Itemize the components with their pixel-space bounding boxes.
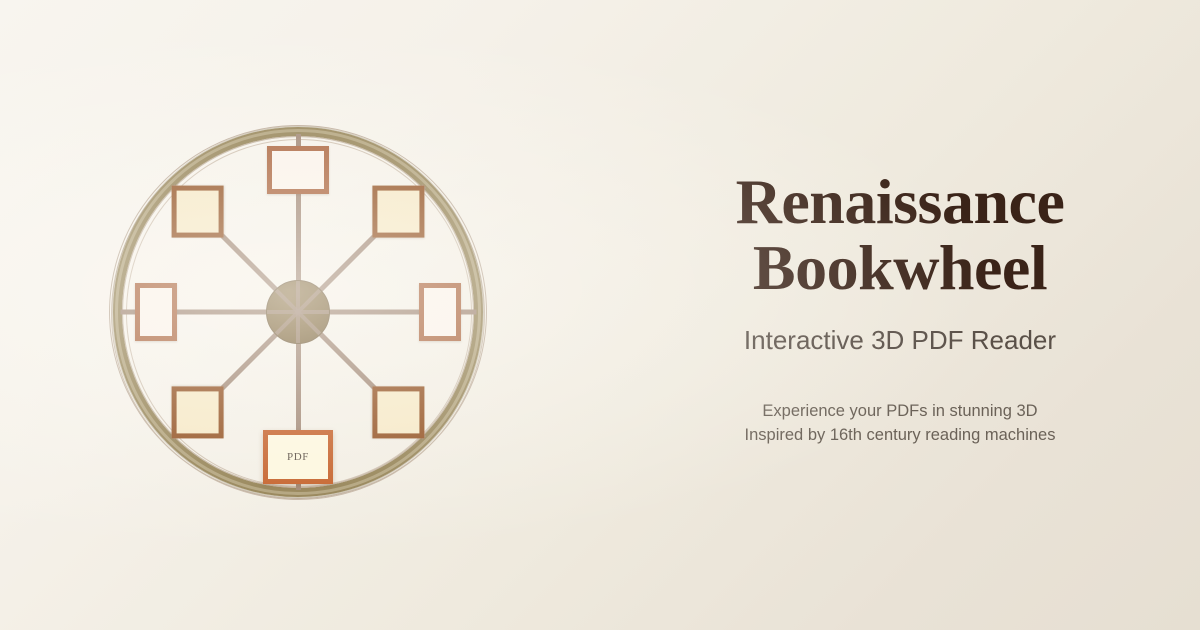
- bookwheel-panel: PDF: [101, 118, 495, 510]
- bookwheel-diagram[interactable]: PDF: [101, 118, 495, 510]
- shelf-card[interactable]: [372, 185, 425, 238]
- wheel-spoke: [295, 312, 301, 490]
- wheel-hub-spokes: [267, 281, 329, 343]
- shelf-card[interactable]: [171, 386, 224, 439]
- tagline-list: Experience your PDFs in stunning 3D Inspi…: [745, 400, 1056, 447]
- tagline: Experience your PDFs in stunning 3D: [762, 402, 1038, 421]
- bookwheel-shelf-top[interactable]: [267, 146, 329, 194]
- bookwheel-shelf-top-right[interactable]: [372, 185, 425, 238]
- shelf-card[interactable]: [267, 146, 329, 194]
- shelf-card[interactable]: [372, 386, 425, 439]
- wheel-hub: [266, 280, 330, 344]
- bookwheel-shelf-bottom-left[interactable]: [171, 386, 224, 439]
- shelf-card[interactable]: [171, 185, 224, 238]
- tagline: Inspired by 16th century reading machine…: [744, 425, 1056, 444]
- bookwheel-shelf-bottom-right[interactable]: [372, 386, 425, 439]
- shelf-label: PDF: [287, 451, 309, 463]
- shelf-card[interactable]: [135, 283, 177, 341]
- bookwheel-shelf-bottom[interactable]: PDF: [263, 430, 333, 484]
- page-subtitle: Interactive 3D PDF Reader: [743, 325, 1057, 356]
- bookwheel-shelf-top-left[interactable]: [171, 185, 224, 238]
- shelf-card[interactable]: [419, 283, 461, 341]
- hero-copy: Renaissance Bookwheel Interactive 3D PDF…: [600, 0, 1200, 630]
- bookwheel-shelf-left[interactable]: [135, 283, 177, 341]
- shelf-card[interactable]: PDF: [263, 430, 333, 484]
- page-title: Renaissance Bookwheel: [735, 166, 1065, 304]
- bookwheel-shelf-right[interactable]: [419, 283, 461, 341]
- wheel-rim-highlight: [115, 129, 481, 495]
